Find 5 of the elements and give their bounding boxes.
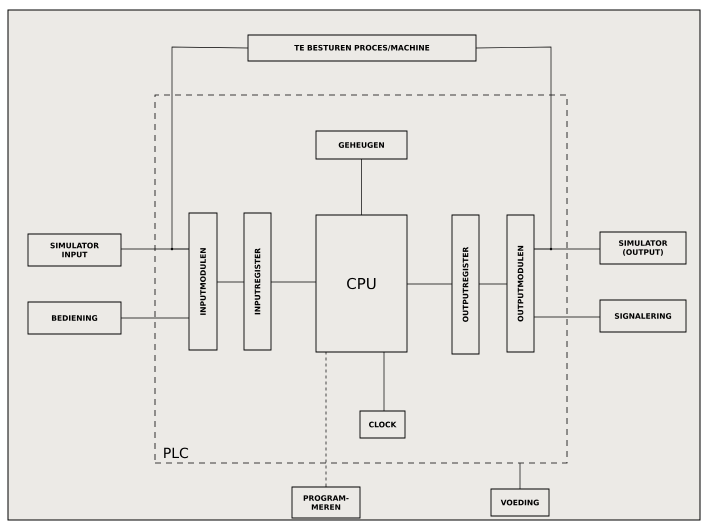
connector-line: [534, 316, 600, 318]
block-box: CPU: [316, 214, 408, 352]
connector-line: [361, 159, 362, 215]
connector-line: [172, 46, 248, 250]
connector-line: [476, 46, 552, 250]
